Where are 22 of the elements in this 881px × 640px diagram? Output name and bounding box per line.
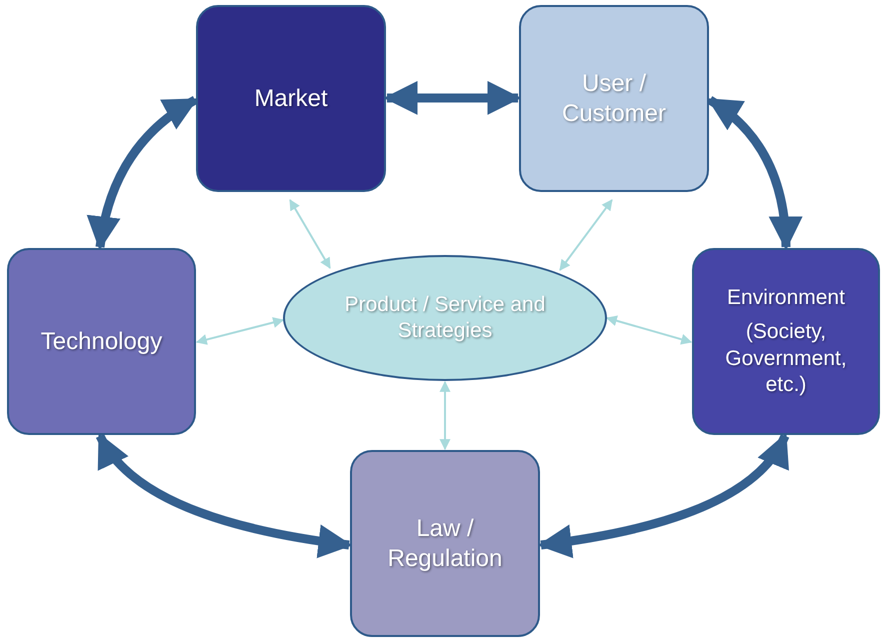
node-title: Market [254,84,328,114]
rounded-box [196,5,386,192]
node-title: Environment [727,285,845,311]
rounded-box [519,5,709,192]
node-title: User / Customer [560,68,668,128]
double-arrow [196,317,284,345]
node-subtitle: (Society, Government, etc.) [724,319,848,398]
node-title: Technology [40,326,162,356]
double-arrow [289,199,331,269]
double-arrow [707,96,802,250]
rounded-box [692,248,880,435]
node-title: Law / Regulation [386,514,504,574]
rounded-box [350,450,540,637]
double-arrow [88,96,198,250]
double-arrow [606,315,692,345]
double-arrow [440,380,450,450]
rounded-box [7,248,196,435]
node-title: Product / Service and Strategies [344,292,546,344]
double-arrow [96,433,352,558]
double-arrow [384,80,522,115]
double-arrow [559,199,613,271]
double-arrow [538,432,790,558]
